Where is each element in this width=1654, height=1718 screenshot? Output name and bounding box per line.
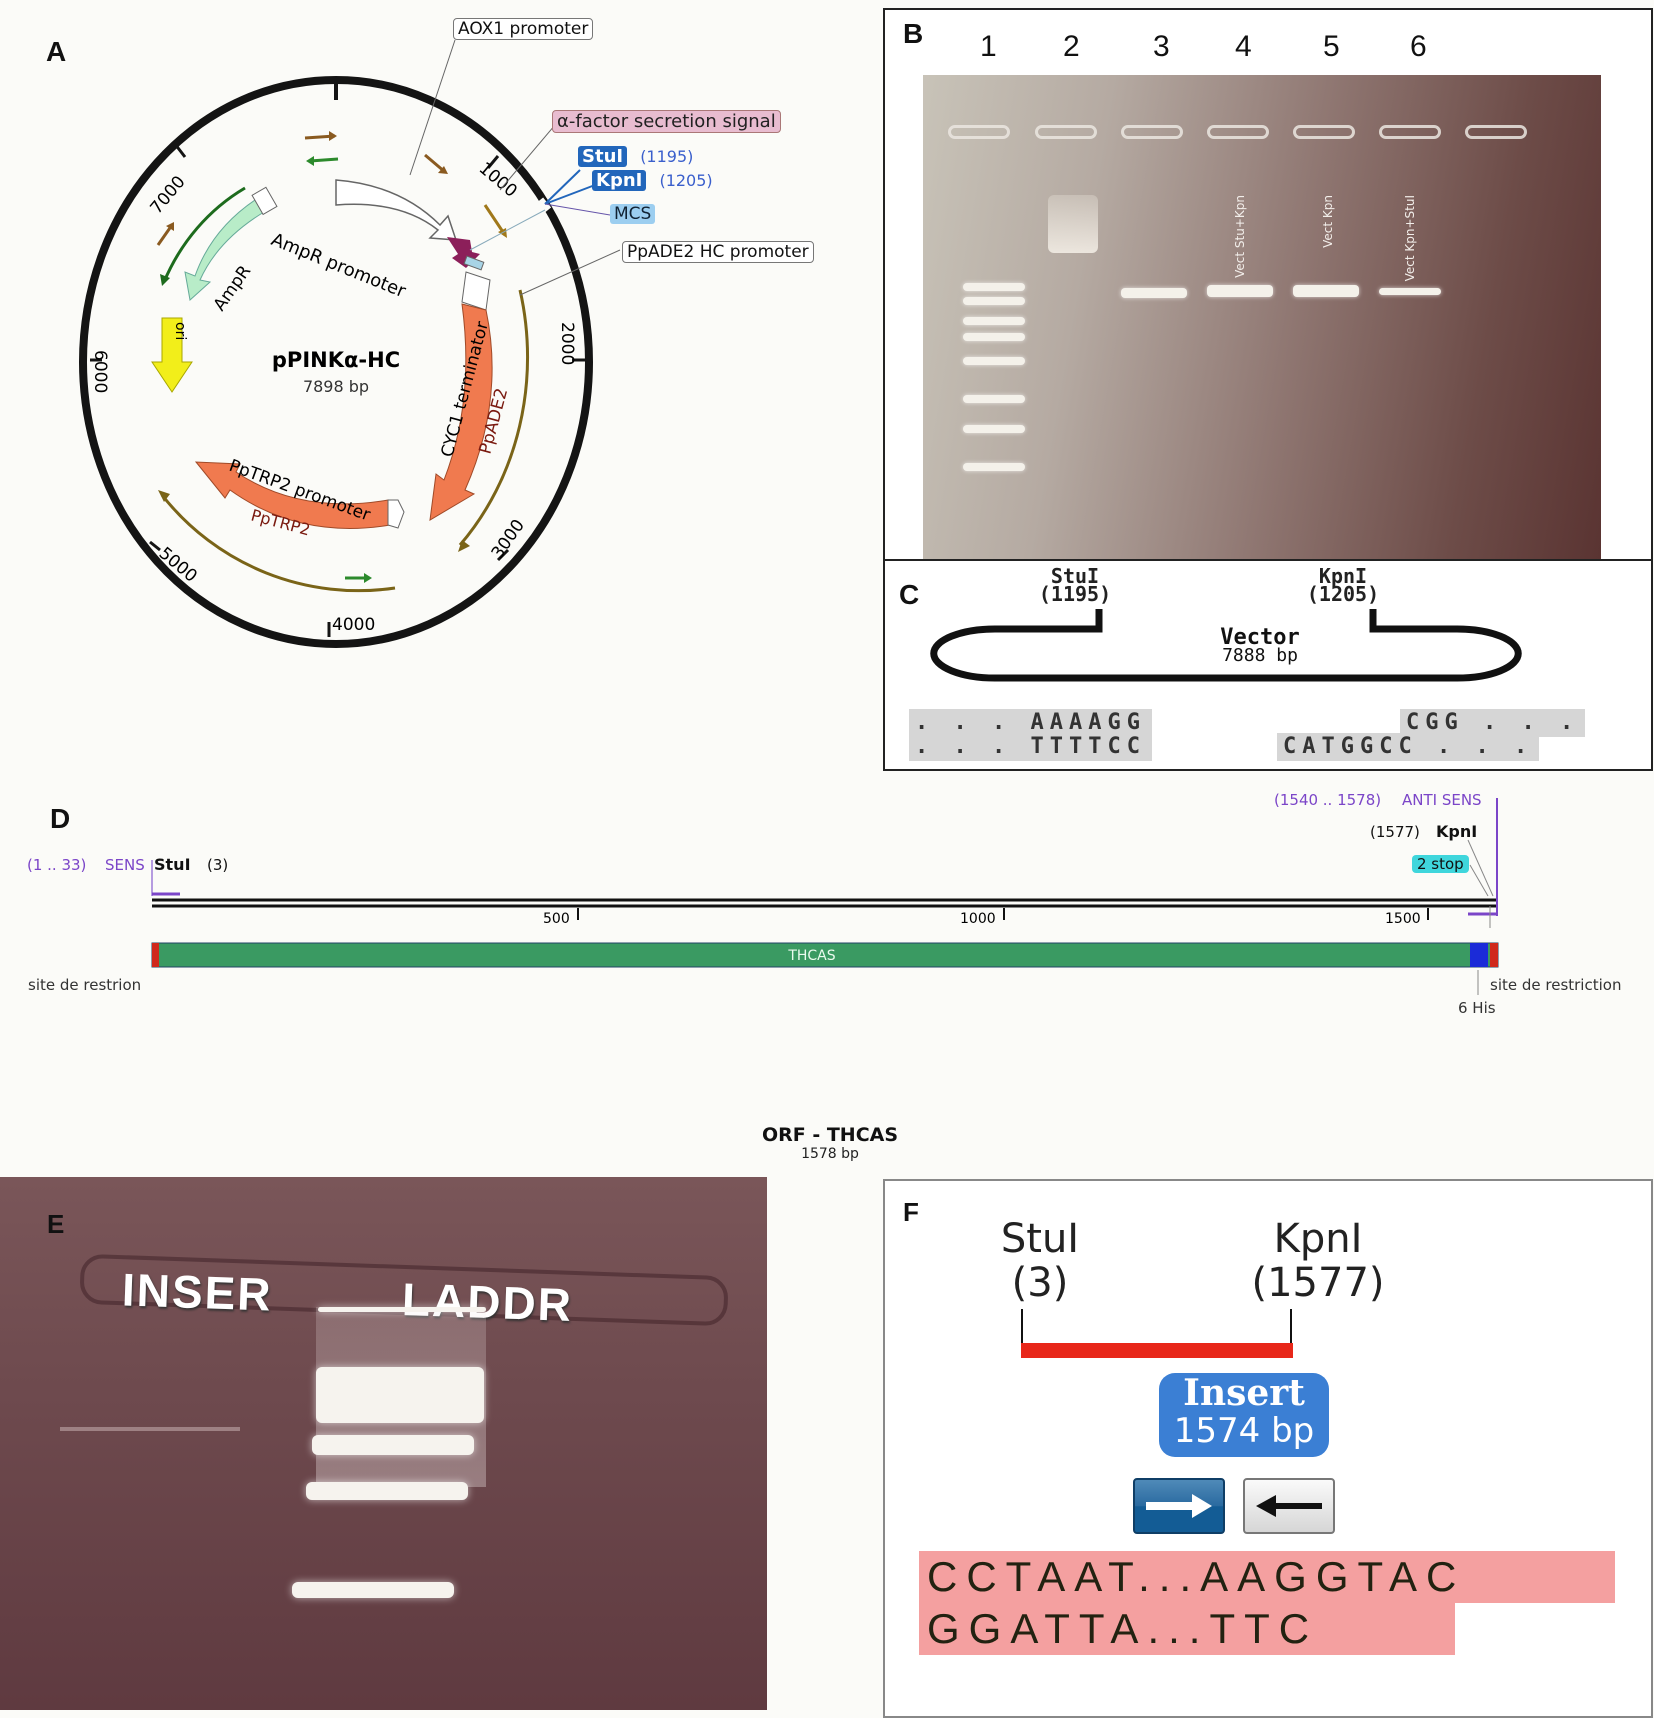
- ladder-band: [316, 1367, 484, 1423]
- antisens-primer-range: (1540 .. 1578): [1274, 791, 1382, 809]
- tick-6000: 6000: [90, 350, 110, 393]
- kpni-position: (1205): [659, 171, 713, 190]
- f-stui-label: StuI: [1000, 1216, 1080, 1262]
- panel-d-letter: D: [50, 803, 71, 834]
- arrow-right-icon: [1146, 1494, 1212, 1518]
- ori-label: ori: [172, 322, 188, 340]
- ladder-band: [306, 1482, 468, 1500]
- pptrp2-arrow: [194, 461, 391, 529]
- panel-a-letter: A: [46, 36, 67, 67]
- lane-number-3: 3: [1153, 30, 1170, 63]
- insert-seq-bottom-strand: GGATTA...TTC: [919, 1603, 1455, 1655]
- ppade2-hc-callout: PpADE2 HC promoter: [622, 241, 814, 263]
- d-tick-1500: 1500: [1385, 911, 1421, 927]
- lane-label-5: Vect Kpn: [1321, 195, 1335, 248]
- stop-codon-badge: 2 stop: [1412, 855, 1469, 873]
- kpni-site-callout: KpnI (1205): [592, 170, 713, 191]
- orf-sequence-track: 500 1000 1500 THCAS: [151, 798, 1499, 995]
- stui-position: (1195): [640, 147, 694, 166]
- vector-loop-icon: [930, 609, 1522, 682]
- alpha-factor-callout: α-factor secretion signal: [552, 110, 781, 133]
- ladder-band: [318, 1307, 486, 1312]
- d-stui-pos: (3): [207, 856, 229, 874]
- stui-sticky-end-bottom: . . . TTTTCC: [909, 733, 1152, 761]
- stui-badge: StuI: [578, 146, 628, 167]
- f-kpni-pos: (1577): [1251, 1260, 1385, 1306]
- d-stui-label: StuI: [154, 855, 191, 874]
- reverse-orientation-button[interactable]: [1243, 1478, 1335, 1534]
- trp2-marker-arc: [160, 494, 396, 593]
- ampr-label: AmpR: [210, 262, 256, 315]
- orf-size: 1578 bp: [801, 1146, 859, 1162]
- vector-label: Vector: [1220, 625, 1300, 650]
- right-restriction-site-label: site de restriction: [1490, 976, 1622, 994]
- plasmid-name: pPINKα-HC: [272, 348, 400, 372]
- lane-number-5: 5: [1323, 30, 1340, 63]
- vector-size: 7888 bp: [1222, 645, 1298, 666]
- ampr-promoter-label: AmpR promoter: [268, 229, 409, 302]
- ori-arrow: [151, 317, 193, 393]
- kpni-sticky-end-bottom: CATGGCC . . .: [1277, 733, 1540, 761]
- f-kpni-label: KpnI: [1273, 1216, 1363, 1262]
- vector-kpni-pos: (1205): [1306, 582, 1380, 606]
- panel-c-vector: C StuI (1195) KpnI (1205) Vector 7888 bp…: [883, 559, 1653, 771]
- ade2-marker-arc: [458, 289, 530, 546]
- d-kpni-pos: (1577): [1370, 823, 1420, 841]
- panel-b-letter: B: [903, 18, 924, 49]
- thcas-gene-label: THCAS: [787, 948, 835, 964]
- panel-f-letter: F: [903, 1197, 919, 1227]
- his-tag-label: 6 His: [1458, 999, 1496, 1017]
- tick-2000: 2000: [557, 322, 577, 365]
- stui-sticky-end-top: . . . AAAAGG: [909, 709, 1152, 737]
- panel-c-letter: C: [899, 579, 920, 610]
- tick-7000: 7000: [147, 172, 190, 218]
- plasmid-map: 1000 2000 3000 4000 5000 6000 7000: [79, 39, 621, 648]
- ampr-arrow: [184, 197, 265, 301]
- lane-number-4: 4: [1235, 30, 1252, 63]
- kpni-badge: KpnI: [592, 170, 647, 191]
- gel-image-b: Vect Stu+Kpn Vect Kpn Vect Kpn+StuI: [923, 75, 1601, 561]
- arrow-left-icon: [1256, 1495, 1322, 1517]
- panel-f-insert: F StuI (3) KpnI (1577) Insert 1574 bp CC…: [883, 1179, 1653, 1718]
- aox1-callout: AOX1 promoter: [453, 18, 594, 40]
- stui-site-callout: StuI (1195): [578, 146, 693, 167]
- insert-bracket-icon: [1021, 1309, 1293, 1358]
- d-tick-1000: 1000: [960, 911, 996, 927]
- lane-number-1: 1: [980, 30, 997, 63]
- ppade2-arrow: [429, 303, 493, 521]
- insert-seq-top-strand: CCTAAT...AAGGTAC: [919, 1551, 1615, 1603]
- panel-e-gel: E INSER LADDR: [0, 1177, 767, 1710]
- lane-number-6: 6: [1410, 30, 1427, 63]
- panel-b-gel: B 1 2 3 4 5 6 Vect Stu+Kpn Vect Kpn Vect…: [883, 8, 1653, 561]
- kpni-sticky-end-top: CGG . . .: [1400, 709, 1586, 737]
- d-tick-500: 500: [543, 911, 570, 927]
- ampr-primer-arc: [162, 186, 246, 283]
- panel-e-letter: E: [47, 1209, 65, 1239]
- forward-orientation-button[interactable]: [1133, 1478, 1225, 1534]
- ampr-promoter-arrow: [335, 179, 458, 241]
- vector-stui-label: StuI: [1050, 564, 1100, 588]
- lane-number-2: 2: [1063, 30, 1080, 63]
- sens-primer-range: (1 .. 33): [27, 856, 87, 874]
- sens-primer-label: SENS: [105, 856, 145, 874]
- ladder-band: [312, 1435, 474, 1455]
- mcs-callout: MCS: [610, 204, 656, 224]
- antisens-primer-label: ANTI SENS: [1402, 791, 1482, 809]
- primer-arrow-icon: [156, 131, 507, 583]
- insert-badge: Insert 1574 bp: [1159, 1373, 1329, 1457]
- lane-label-4: Vect Stu+Kpn: [1233, 195, 1247, 278]
- f-stui-pos: (3): [1011, 1260, 1069, 1306]
- vector-kpni-label: KpnI: [1318, 564, 1368, 588]
- plasmid-size: 7898 bp: [303, 377, 369, 396]
- vector-stui-pos: (1195): [1038, 582, 1112, 606]
- ladder-band: [292, 1582, 454, 1598]
- d-kpni-label: KpnI: [1436, 822, 1478, 841]
- tick-4000: 4000: [332, 615, 375, 635]
- insert-lane-label: INSER: [121, 1263, 274, 1321]
- orf-title: ORF - THCAS: [761, 1124, 899, 1146]
- lane-label-6: Vect Kpn+StuI: [1403, 195, 1417, 282]
- thcas-gene-bar: [151, 942, 1499, 968]
- left-restriction-site-label: site de restrion: [28, 976, 142, 994]
